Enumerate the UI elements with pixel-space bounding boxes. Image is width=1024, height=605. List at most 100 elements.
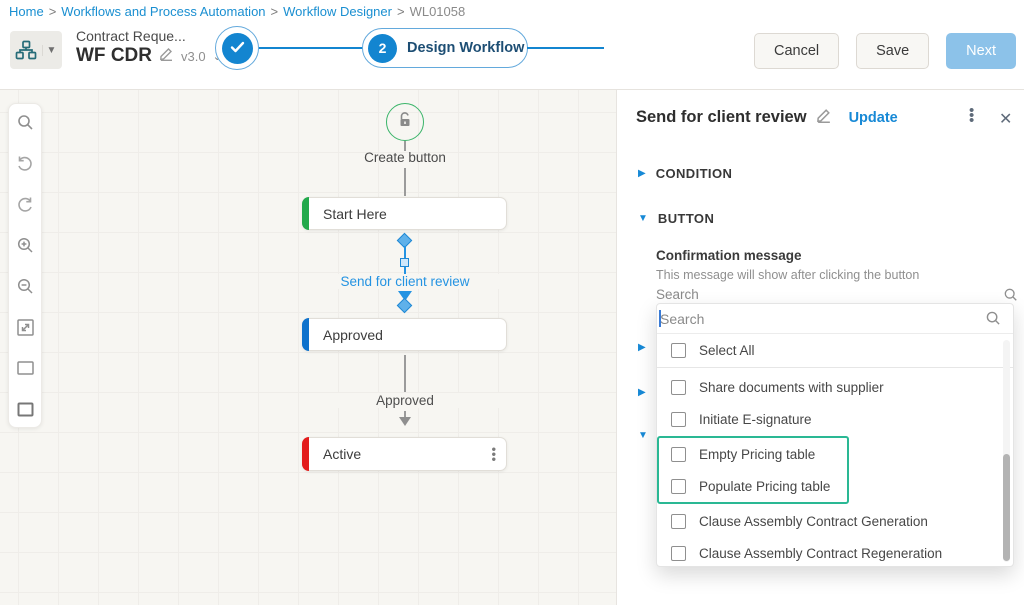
caret-down-icon: ▼ bbox=[42, 44, 60, 56]
option-label: Populate Pricing table bbox=[699, 478, 831, 494]
node-label: Start Here bbox=[323, 205, 387, 222]
section-condition[interactable]: ▶ CONDITION bbox=[638, 166, 732, 181]
option-empty-pricing-table[interactable]: Empty Pricing table bbox=[659, 438, 847, 470]
confirmation-search-field[interactable]: Search bbox=[656, 287, 1020, 305]
edge-line[interactable] bbox=[404, 355, 406, 392]
checkbox[interactable] bbox=[671, 411, 686, 427]
confirmation-options-dropdown: Select All Share documents with supplier… bbox=[656, 303, 1014, 567]
node-label: Active bbox=[323, 446, 362, 462]
option-label: Clause Assembly Contract Generation bbox=[699, 513, 928, 529]
edge-segment bbox=[404, 411, 406, 417]
workflow-canvas[interactable]: Create button Start Here Send for client… bbox=[0, 90, 616, 605]
node-label: Approved bbox=[323, 326, 383, 343]
node-approved[interactable]: Approved bbox=[302, 318, 507, 351]
section-button[interactable]: ▼ BUTTON bbox=[638, 211, 714, 226]
workflow-type-split-button[interactable]: ▼ bbox=[10, 31, 62, 69]
checkbox[interactable] bbox=[671, 478, 686, 494]
update-link[interactable]: Update bbox=[848, 109, 898, 126]
breadcrumb: Home > Workflows and Process Automation > Wo… bbox=[9, 4, 465, 19]
search-icon bbox=[986, 311, 1001, 331]
workflow-name: Contract Reque... bbox=[76, 28, 186, 44]
checkbox[interactable] bbox=[671, 513, 686, 529]
edit-pencil-icon[interactable] bbox=[159, 45, 174, 67]
node-color-bar bbox=[302, 318, 309, 351]
node-kebab-menu-icon[interactable]: ••• bbox=[491, 441, 496, 467]
option-share-documents[interactable]: Share documents with supplier bbox=[657, 371, 1013, 403]
dropdown-scrollbar-track[interactable] bbox=[1003, 340, 1010, 562]
node-color-bar bbox=[302, 437, 309, 471]
undo-icon[interactable] bbox=[16, 154, 34, 172]
edge-label[interactable]: Approved bbox=[305, 393, 505, 408]
create-button-edge-label[interactable]: Create button bbox=[364, 150, 446, 165]
search-icon[interactable] bbox=[16, 113, 34, 131]
step-label: Design Workflow bbox=[407, 40, 525, 56]
chevron-down-icon[interactable]: ▼ bbox=[638, 430, 648, 441]
option-label: Initiate E-signature bbox=[699, 411, 812, 427]
chevron-right-icon[interactable]: ▶ bbox=[638, 342, 646, 353]
edit-pencil-icon[interactable] bbox=[816, 107, 832, 128]
workflow-code: WF CDR bbox=[76, 45, 152, 66]
save-button[interactable]: Save bbox=[856, 33, 930, 69]
option-label: Empty Pricing table bbox=[699, 446, 816, 462]
option-initiate-esignature[interactable]: Initiate E-signature bbox=[657, 403, 1013, 435]
stepper-connector bbox=[527, 47, 604, 49]
search-icon bbox=[1004, 288, 1018, 305]
stepper-step1-complete[interactable] bbox=[215, 26, 259, 70]
section-label: BUTTON bbox=[657, 211, 715, 226]
node-color-bar bbox=[302, 197, 309, 230]
text-cursor bbox=[659, 310, 661, 327]
edge-label-selected[interactable]: Send for client review bbox=[305, 274, 505, 289]
workflow-start-node[interactable] bbox=[386, 103, 424, 141]
node-start-here[interactable]: Start Here bbox=[302, 197, 507, 230]
checkbox[interactable] bbox=[671, 379, 686, 395]
breadcrumb-designer[interactable]: Workflow Designer bbox=[283, 4, 392, 19]
panel-title: Send for client review bbox=[636, 108, 807, 126]
unlock-icon bbox=[397, 111, 413, 133]
option-populate-pricing-table[interactable]: Populate Pricing table bbox=[659, 470, 847, 502]
dropdown-scrollbar-thumb[interactable] bbox=[1003, 454, 1010, 561]
version-label: v3.0 bbox=[180, 48, 206, 64]
select-all-option[interactable]: Select All bbox=[657, 334, 1013, 368]
section-label: CONDITION bbox=[655, 166, 733, 181]
breadcrumb-workflows[interactable]: Workflows and Process Automation bbox=[61, 4, 266, 19]
breadcrumb-current: WL01058 bbox=[409, 4, 466, 19]
option-clause-assembly-regeneration[interactable]: Clause Assembly Contract Regeneration bbox=[657, 537, 1013, 569]
close-icon[interactable]: ✕ bbox=[999, 111, 1013, 128]
breadcrumb-separator: > bbox=[48, 4, 57, 19]
rectangle-tool-icon[interactable] bbox=[16, 359, 34, 377]
edge-properties-panel: Send for client review Update ••• ✕ ▶ CO… bbox=[616, 90, 1024, 605]
dropdown-search-row[interactable] bbox=[657, 304, 1013, 334]
workflow-hierarchy-icon bbox=[10, 40, 42, 60]
node-active[interactable]: Active ••• bbox=[302, 437, 507, 471]
option-label: Clause Assembly Contract Regeneration bbox=[699, 545, 943, 561]
zoom-in-icon[interactable] bbox=[16, 236, 34, 254]
search-field-placeholder: Search bbox=[656, 287, 699, 302]
option-clause-assembly-generation[interactable]: Clause Assembly Contract Generation bbox=[657, 505, 1013, 537]
edge-arrowhead bbox=[398, 291, 412, 301]
chevron-right-icon: ▶ bbox=[638, 168, 646, 179]
dropdown-search-input[interactable] bbox=[660, 310, 960, 327]
confirmation-message-description: This message will show after clicking th… bbox=[656, 268, 920, 282]
check-icon bbox=[230, 40, 245, 56]
checkbox[interactable] bbox=[671, 545, 686, 561]
workflow-title-block: Contract Reque... WF CDR v3.0 ⌄ bbox=[76, 28, 222, 67]
cancel-button[interactable]: Cancel bbox=[753, 33, 840, 69]
rectangle-large-tool-icon[interactable] bbox=[16, 400, 34, 418]
breadcrumb-separator: > bbox=[270, 4, 279, 19]
stepper-step2-current[interactable]: 2 Design Workflow bbox=[362, 28, 528, 68]
edge-segment bbox=[404, 141, 406, 151]
breadcrumb-home[interactable]: Home bbox=[9, 4, 44, 19]
zoom-out-icon[interactable] bbox=[16, 277, 34, 295]
panel-kebab-menu-icon[interactable]: ••• bbox=[969, 102, 975, 129]
edge-handle-square[interactable] bbox=[400, 258, 409, 267]
canvas-toolbar bbox=[8, 103, 42, 428]
chevron-right-icon[interactable]: ▶ bbox=[638, 387, 646, 398]
option-label: Select All bbox=[699, 343, 755, 358]
stepper-connector bbox=[259, 47, 363, 49]
redo-icon[interactable] bbox=[16, 195, 34, 213]
checkbox[interactable] bbox=[671, 343, 686, 358]
next-button[interactable]: Next bbox=[946, 33, 1016, 69]
fit-screen-icon[interactable] bbox=[16, 318, 34, 336]
checkbox[interactable] bbox=[671, 446, 686, 462]
